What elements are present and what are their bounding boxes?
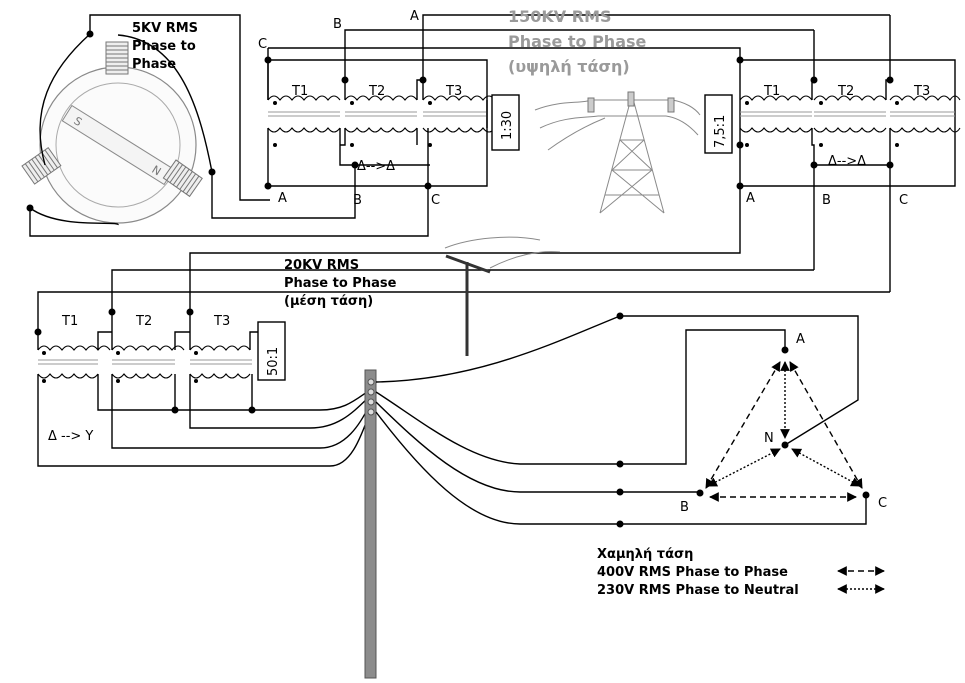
bank3-connection-label: Δ --> Y <box>48 429 93 444</box>
generator-label-2: Phase to <box>132 39 196 54</box>
bank2-t1-label: T1 <box>763 84 780 99</box>
bank1-connection-label: Δ-->Δ <box>357 159 395 174</box>
bank1-bot-a: A <box>278 191 287 206</box>
bank1-top-c: C <box>258 37 267 52</box>
generator-wiring <box>26 14 429 237</box>
bank2-bot-c: C <box>899 193 908 208</box>
bank3-ratio-label: 50:1 <box>266 347 281 376</box>
transformer-bank-3 <box>34 308 371 467</box>
bank2-ratio-label: 7,5:1 <box>713 115 728 148</box>
transformer-bank-1 <box>264 14 890 195</box>
generator-label-3: Phase <box>132 57 176 72</box>
bank2-bot-b: B <box>822 193 831 208</box>
bank3-t2-label: T2 <box>135 314 152 329</box>
high-voltage-tower-icon <box>534 91 701 214</box>
bank2-t2-label: T2 <box>837 84 854 99</box>
star-b-label: B <box>680 500 689 515</box>
legend-title: Χαμηλή τάση <box>597 547 693 562</box>
mv-label-1: 20KV RMS <box>284 258 359 273</box>
bank2-bot-a: A <box>746 191 755 206</box>
star-c-label: C <box>878 496 887 511</box>
mv-label-2: Phase to Phase <box>284 276 397 291</box>
low-voltage-pole-icon <box>364 369 377 679</box>
bank1-t1-label: T1 <box>291 84 308 99</box>
bank1-t3-label: T3 <box>445 84 462 99</box>
bank1-bot-c: C <box>431 193 440 208</box>
bank1-top-b: B <box>333 17 342 32</box>
generator-icon: S N <box>21 41 203 224</box>
star-n-label: N <box>764 431 774 446</box>
legend-phase-to-phase: 400V RMS Phase to Phase <box>597 565 788 580</box>
mv-label-3: (μέση τάση) <box>284 294 373 309</box>
legend: Χαμηλή τάση 400V RMS Phase to Phase 230V… <box>597 547 885 598</box>
bank2-connection-label: Δ-->Δ <box>828 154 866 169</box>
low-voltage-lines <box>375 312 867 528</box>
bank1-bot-b: B <box>353 193 362 208</box>
hv-label-2: Phase to Phase <box>508 32 647 51</box>
bank1-t2-label: T2 <box>368 84 385 99</box>
hv-label-1: 150KV RMS <box>508 7 612 26</box>
bank1-top-a: A <box>410 9 419 24</box>
generator-label-1: 5KV RMS <box>132 21 198 36</box>
bank3-t1-label: T1 <box>61 314 78 329</box>
bank3-t3-label: T3 <box>213 314 230 329</box>
hv-label-3: (υψηλή τάση) <box>508 57 630 76</box>
transformer-bank-2 <box>704 15 961 292</box>
medium-voltage-lines <box>37 186 890 356</box>
legend-phase-to-neutral: 230V RMS Phase to Neutral <box>597 583 799 598</box>
bank1-ratio-label: 1:30 <box>500 111 515 140</box>
star-connection <box>696 346 870 502</box>
bank2-t3-label: T3 <box>913 84 930 99</box>
star-a-label: A <box>796 332 805 347</box>
